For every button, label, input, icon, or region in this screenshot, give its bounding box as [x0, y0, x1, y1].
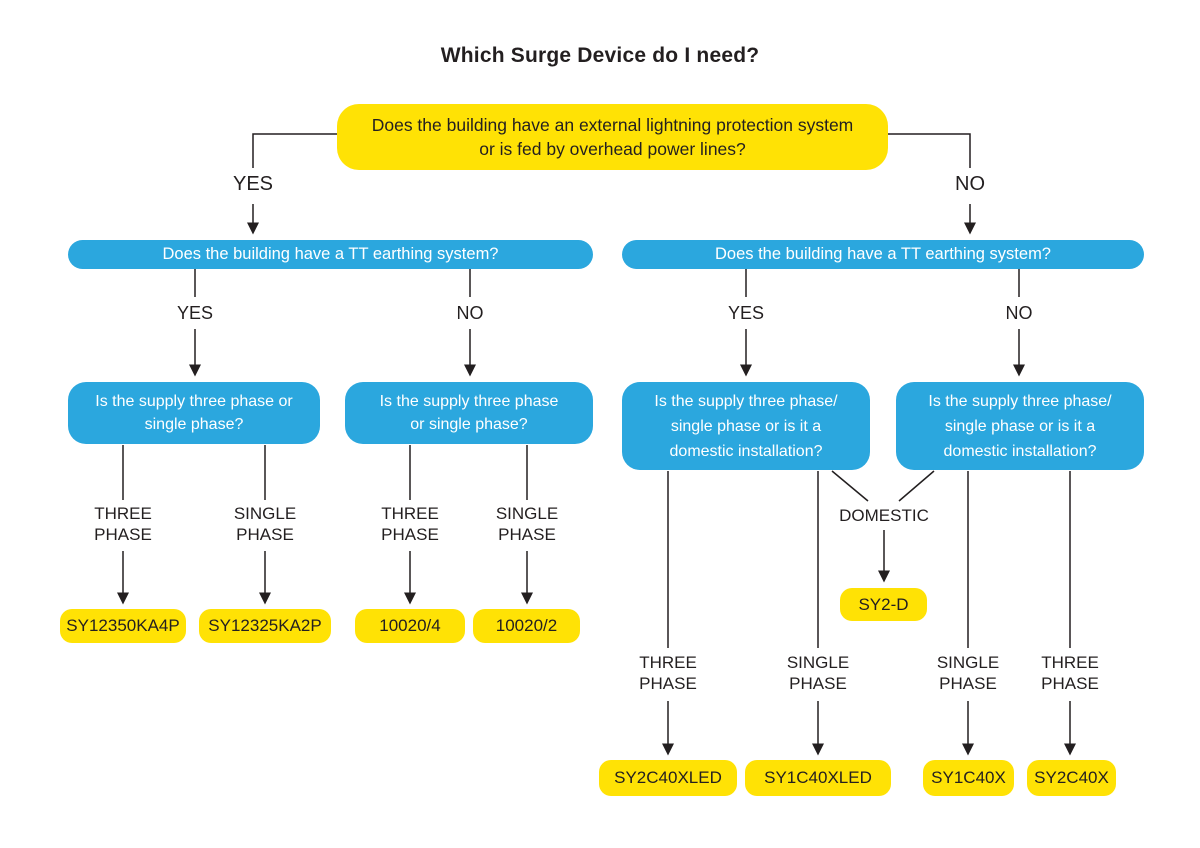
phase-label-three-3: THREE PHASE — [639, 653, 697, 693]
product-sy12350ka4p: SY12350KA4P — [60, 609, 186, 643]
left-branch-yes-label: YES — [176, 302, 214, 323]
page-title: Which Surge Device do I need? — [440, 44, 760, 67]
product-sy12325ka2p: SY12325KA2P — [199, 609, 331, 643]
right-branch-no-label: NO — [1005, 302, 1033, 323]
right-yes-phase-question-box: Is the supply three phase/ single phase … — [622, 382, 870, 470]
product-sy2-d: SY2-D — [840, 588, 927, 621]
phase-label-single-3: SINGLE PHASE — [786, 653, 850, 693]
product-sy2c40xled: SY2C40XLED — [599, 760, 737, 796]
phase-label-single-4: SINGLE PHASE — [936, 653, 1000, 693]
root-branch-no-label: NO — [955, 172, 985, 195]
left-yes-phase-question-box: Is the supply three phase or single phas… — [68, 382, 320, 444]
left-no-phase-question-box: Is the supply three phase or single phas… — [345, 382, 593, 444]
left-branch-no-label: NO — [456, 302, 484, 323]
right-tt-question-box: Does the building have a TT earthing sys… — [622, 240, 1144, 269]
product-sy1c40x: SY1C40X — [923, 760, 1014, 796]
product-sy2c40x: SY2C40X — [1027, 760, 1116, 796]
phase-label-single-1: SINGLE PHASE — [233, 504, 297, 544]
phase-label-single-2: SINGLE PHASE — [495, 504, 559, 544]
product-sy1c40xled: SY1C40XLED — [745, 760, 891, 796]
phase-label-three-4: THREE PHASE — [1041, 653, 1099, 693]
root-question-box: Does the building have an external light… — [337, 104, 888, 170]
phase-label-three-1: THREE PHASE — [94, 504, 152, 544]
domestic-branch-label: DOMESTIC — [839, 506, 929, 525]
root-branch-yes-label: YES — [232, 172, 274, 195]
right-no-phase-question-box: Is the supply three phase/ single phase … — [896, 382, 1144, 470]
phase-label-three-2: THREE PHASE — [381, 504, 439, 544]
product-10020-4: 10020/4 — [355, 609, 465, 643]
product-10020-2: 10020/2 — [473, 609, 580, 643]
left-tt-question-box: Does the building have a TT earthing sys… — [68, 240, 593, 269]
right-branch-yes-label: YES — [727, 302, 765, 323]
